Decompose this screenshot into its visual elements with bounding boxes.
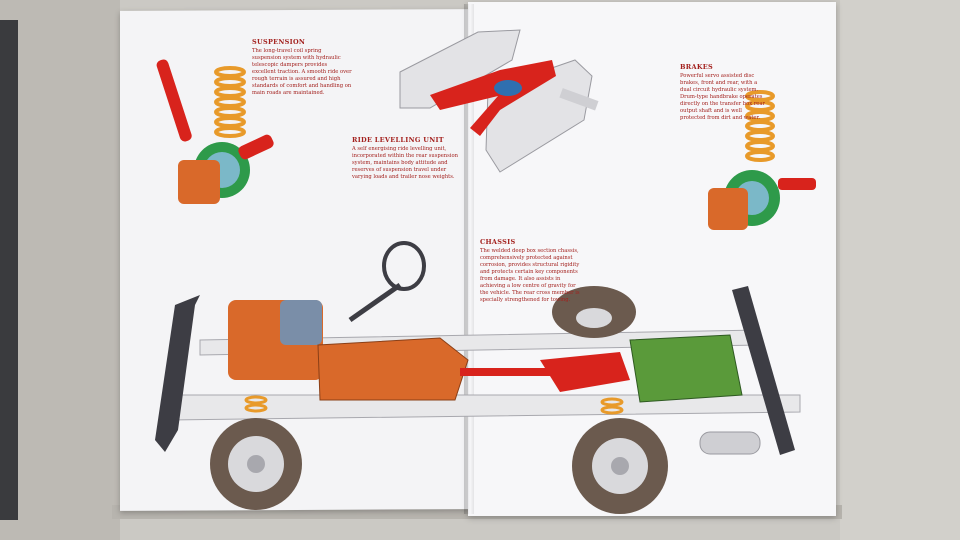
front-left-wheel — [210, 418, 302, 510]
caption-chassis: CHASSIS The welded deep box section chas… — [480, 238, 584, 304]
caption-title: SUSPENSION — [252, 38, 306, 46]
suspension-detail-art — [156, 59, 274, 204]
rear-left-wheel — [572, 418, 668, 514]
ride-levelling-art — [399, 29, 599, 173]
book-spine — [464, 4, 474, 514]
caption-body: The welded deep box section chassis, com… — [480, 248, 580, 303]
caption-ride-levelling: RIDE LEVELLING UNIT A self energising ri… — [352, 136, 464, 181]
caption-body: A self energising ride levelling unit, i… — [352, 146, 458, 180]
caption-title: RIDE LEVELLING UNIT — [352, 136, 444, 144]
rear-right-wheel — [552, 286, 636, 338]
caption-suspension: SUSPENSION The long-travel coil spring s… — [252, 38, 352, 97]
caption-body: Powerful servo assisted disc brakes, fro… — [680, 73, 765, 121]
main-chassis-art — [155, 241, 801, 514]
caption-title: BRAKES — [680, 63, 714, 71]
caption-body: The long-travel coil spring suspension s… — [252, 48, 352, 96]
brakes-detail-art — [708, 90, 816, 230]
caption-title: CHASSIS — [480, 238, 516, 246]
caption-brakes: BRAKES Powerful servo assisted disc brak… — [680, 63, 766, 122]
